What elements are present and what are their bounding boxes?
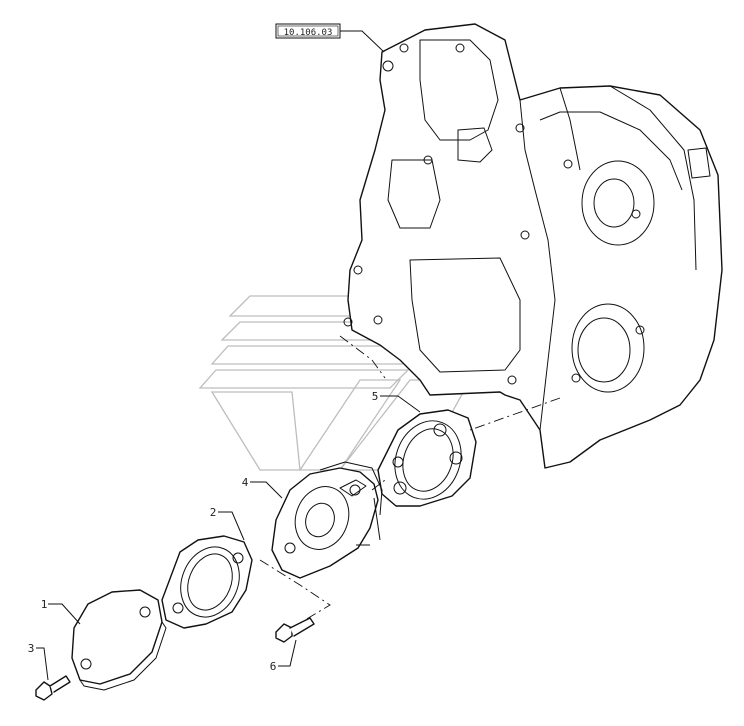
assembly-centerlines bbox=[259, 335, 561, 621]
callout-labels: 1 2 3 4 5 6 bbox=[28, 390, 379, 673]
callout-4: 4 bbox=[242, 476, 249, 489]
callout-1: 1 bbox=[41, 598, 48, 611]
reference-code-text: 10.106.03 bbox=[284, 28, 333, 38]
part-2-gasket bbox=[161, 535, 253, 629]
callout-3: 3 bbox=[28, 642, 35, 655]
callout-6: 6 bbox=[270, 660, 277, 673]
part-3-bolt bbox=[35, 675, 71, 701]
callout-leaders bbox=[36, 395, 421, 681]
part-1-cover-plate bbox=[71, 589, 167, 691]
callout-2: 2 bbox=[210, 506, 217, 519]
callout-5: 5 bbox=[372, 390, 379, 403]
gear-housing bbox=[343, 23, 723, 469]
part-5-flange-gasket bbox=[377, 409, 477, 507]
part-4-pump bbox=[271, 461, 383, 579]
reference-tag: 10.106.03 bbox=[275, 23, 385, 53]
part-6-bolt bbox=[275, 617, 315, 643]
